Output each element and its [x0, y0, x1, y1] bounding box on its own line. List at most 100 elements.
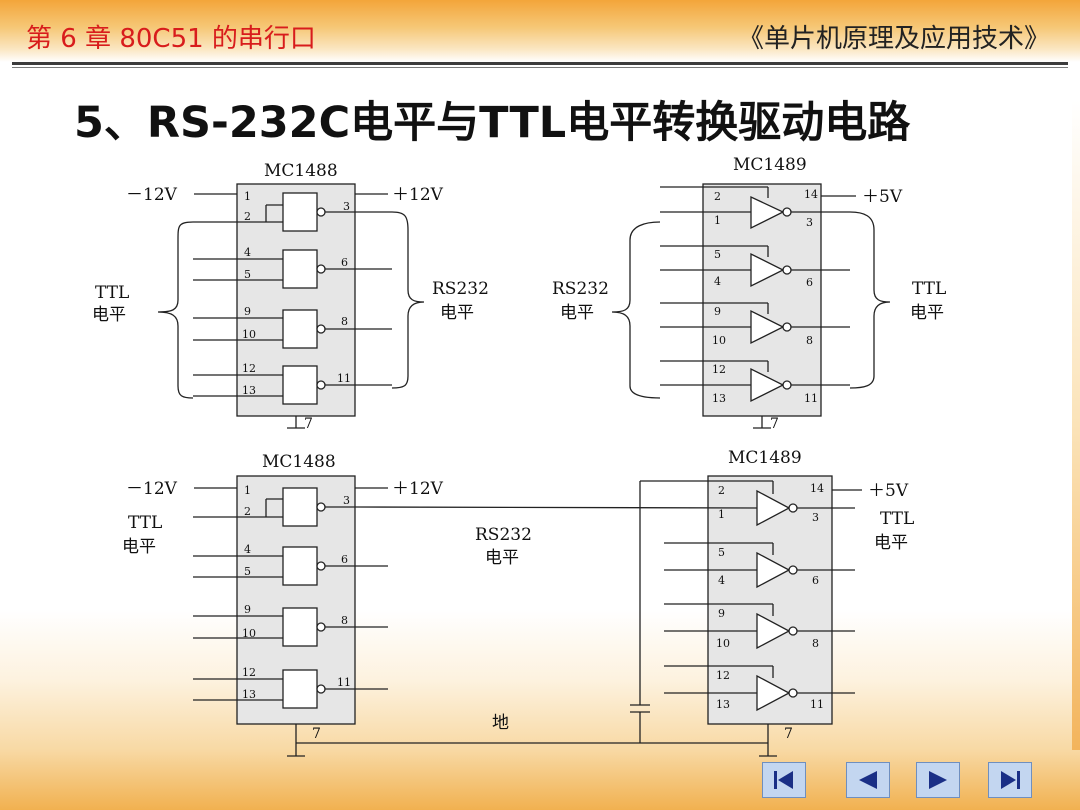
- svg-text:电平: 电平: [440, 303, 474, 323]
- svg-text:RS232: RS232: [552, 279, 609, 299]
- header-divider: [12, 62, 1068, 65]
- svg-text:9: 9: [718, 607, 725, 620]
- last-page-icon: [1001, 771, 1020, 789]
- supply-neg-label: －12V: [126, 185, 178, 205]
- interconnect: 地 RS232 电平: [296, 481, 768, 744]
- mc1489-top: MC1489 ＋5V 2 14 1 3 5 4 6 9 10 8: [552, 155, 946, 432]
- svg-text:11: 11: [337, 372, 351, 385]
- chip-name: MC1489: [728, 448, 802, 468]
- svg-text:5: 5: [244, 565, 251, 578]
- mc1488-top: MC1488 －12V ＋12V 1 2 3 4 5 6 9 10 8: [92, 161, 489, 432]
- right-brace: [849, 211, 891, 389]
- svg-text:12: 12: [242, 666, 256, 679]
- svg-text:10: 10: [242, 627, 256, 640]
- left-brace: [611, 221, 661, 399]
- svg-text:7: 7: [312, 726, 321, 742]
- svg-text:8: 8: [341, 614, 348, 627]
- svg-text:1: 1: [718, 508, 725, 521]
- svg-text:7: 7: [304, 416, 313, 432]
- chip-name: MC1488: [262, 452, 336, 472]
- svg-text:＋5V: ＋5V: [862, 187, 903, 207]
- svg-text:TTL: TTL: [95, 283, 129, 303]
- svg-text:5: 5: [718, 546, 725, 559]
- svg-text:电平: 电平: [910, 303, 944, 323]
- svg-text:11: 11: [810, 698, 824, 711]
- header-divider-thin: [12, 67, 1068, 68]
- svg-text:10: 10: [712, 334, 726, 347]
- chip-name: MC1488: [264, 161, 338, 181]
- first-page-icon: [774, 771, 793, 789]
- svg-text:3: 3: [806, 216, 813, 229]
- svg-text:RS232: RS232: [432, 279, 489, 299]
- svg-text:7: 7: [770, 416, 779, 432]
- svg-text:7: 7: [784, 726, 793, 742]
- svg-text:2: 2: [244, 210, 251, 223]
- driver-gate: [282, 365, 318, 405]
- footer-band: [0, 610, 1080, 810]
- svg-text:＋12V: ＋12V: [392, 479, 444, 499]
- svg-text:8: 8: [341, 315, 348, 328]
- svg-text:13: 13: [242, 384, 256, 397]
- svg-text:1: 1: [244, 484, 251, 497]
- next-page-button[interactable]: [916, 762, 960, 798]
- first-page-button[interactable]: [762, 762, 806, 798]
- svg-text:电平: 电平: [874, 533, 908, 553]
- svg-text:12: 12: [716, 669, 730, 682]
- svg-text:1: 1: [244, 190, 251, 203]
- svg-text:6: 6: [341, 256, 348, 269]
- ground-label: 地: [492, 713, 509, 733]
- right-decor-strip: [1072, 100, 1080, 750]
- svg-text:TTL: TTL: [128, 513, 162, 533]
- chip-name: MC1489: [733, 155, 807, 175]
- svg-text:13: 13: [712, 392, 726, 405]
- svg-text:1: 1: [714, 214, 721, 227]
- svg-text:6: 6: [806, 276, 813, 289]
- svg-text:－12V: －12V: [126, 479, 178, 499]
- previous-page-button[interactable]: [846, 762, 890, 798]
- svg-text:8: 8: [806, 334, 813, 347]
- svg-text:5: 5: [244, 268, 251, 281]
- svg-text:3: 3: [343, 494, 350, 507]
- right-brace: [391, 211, 425, 389]
- svg-text:4: 4: [714, 275, 721, 288]
- svg-text:6: 6: [341, 553, 348, 566]
- svg-text:9: 9: [714, 305, 721, 318]
- svg-text:电平: 电平: [122, 537, 156, 557]
- svg-text:13: 13: [716, 698, 730, 711]
- svg-text:10: 10: [242, 328, 256, 341]
- svg-text:2: 2: [718, 484, 725, 497]
- svg-text:11: 11: [337, 676, 351, 689]
- svg-text:13: 13: [242, 688, 256, 701]
- last-page-button[interactable]: [988, 762, 1032, 798]
- svg-text:8: 8: [812, 637, 819, 650]
- next-page-icon: [929, 771, 947, 789]
- mc1489-bottom: MC1489 ＋5V 2 14 1 3 5 4 6 9 10 8: [640, 448, 914, 757]
- rs232-label-2: 电平: [485, 548, 519, 568]
- left-brace: [157, 221, 194, 399]
- driver-gate: [282, 309, 318, 349]
- chapter-title: 第 6 章 80C51 的串行口: [26, 24, 316, 54]
- rs232-label: RS232: [475, 525, 532, 545]
- mc1488-bottom: MC1488 －12V ＋12V 1 2 3 4 5 6 9 10 8: [122, 452, 444, 757]
- driver-gate: [282, 249, 318, 289]
- svg-text:10: 10: [716, 637, 730, 650]
- svg-text:9: 9: [244, 305, 251, 318]
- svg-text:5: 5: [714, 248, 721, 261]
- driver-gate: [282, 192, 318, 232]
- svg-text:2: 2: [244, 505, 251, 518]
- slide-title: 5、RS-232C电平与TTL电平转换驱动电路: [74, 98, 911, 148]
- svg-text:4: 4: [244, 246, 251, 259]
- svg-text:电平: 电平: [560, 303, 594, 323]
- svg-text:12: 12: [712, 363, 726, 376]
- svg-text:＋5V: ＋5V: [868, 481, 909, 501]
- svg-text:9: 9: [244, 603, 251, 616]
- svg-text:3: 3: [343, 200, 350, 213]
- svg-text:14: 14: [810, 482, 824, 495]
- svg-text:TTL: TTL: [880, 509, 914, 529]
- svg-text:12: 12: [242, 362, 256, 375]
- svg-text:4: 4: [718, 574, 725, 587]
- svg-text:电平: 电平: [92, 305, 126, 325]
- svg-text:6: 6: [812, 574, 819, 587]
- svg-text:11: 11: [804, 392, 818, 405]
